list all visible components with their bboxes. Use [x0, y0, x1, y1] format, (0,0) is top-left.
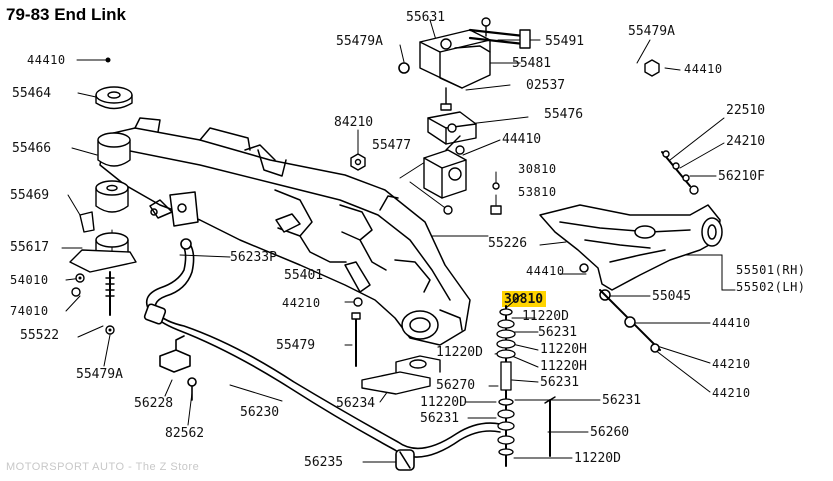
- part-label: 55479A: [628, 24, 675, 39]
- part-label: 54010: [10, 273, 49, 287]
- part-label: 53810: [518, 185, 557, 199]
- part-label: 24210: [726, 134, 766, 149]
- part-label: 56228: [134, 396, 174, 411]
- part-label: 82562: [165, 426, 205, 441]
- part-label: 84210: [334, 115, 374, 130]
- part-label: 56231: [540, 375, 580, 390]
- part-label: 11220D: [522, 309, 569, 324]
- part-label: 55477: [372, 138, 412, 153]
- end-link-stack: [496, 305, 516, 467]
- part-label: 55502(LH): [736, 280, 806, 294]
- part-highlight: [502, 291, 546, 307]
- part-label: 30810: [518, 162, 557, 176]
- part-label: 44410: [712, 316, 751, 330]
- part-label: 44210: [712, 386, 751, 400]
- part-label: 02537: [526, 78, 566, 93]
- part-label: 44210: [712, 357, 751, 371]
- watermark: MOTORSPORT AUTO - The Z Store: [6, 461, 200, 473]
- part-label: 55491: [545, 34, 585, 49]
- part-label: 55479A: [76, 367, 123, 382]
- part-label: 55401: [284, 268, 324, 283]
- part-label-highlighted: 30810: [504, 292, 544, 307]
- leader-lines: [61, 19, 736, 463]
- part-label: 55226: [488, 236, 528, 251]
- part-label: 44210: [282, 296, 321, 310]
- part-label: 44410: [27, 53, 66, 67]
- part-label: 56231: [602, 393, 642, 408]
- part-label: 11220H: [540, 359, 587, 374]
- part-label: 55479A: [336, 34, 383, 49]
- part-label: 11220D: [436, 345, 483, 360]
- part-label: 56270: [436, 378, 476, 393]
- part-label: 11220H: [540, 342, 587, 357]
- part-label: 56231: [538, 325, 578, 340]
- part-label: 56234: [336, 396, 376, 411]
- part-label: 22510: [726, 103, 766, 118]
- part-label: 11220D: [420, 395, 467, 410]
- part-label: 55464: [12, 86, 52, 101]
- stabilizer-bar: [143, 238, 501, 471]
- part-label: 55466: [12, 141, 52, 156]
- part-label: 44410: [684, 62, 723, 76]
- diagram-title: 79-83 End Link: [6, 5, 126, 24]
- part-label: 55045: [652, 289, 692, 304]
- part-label: 56231: [420, 411, 460, 426]
- part-label: 55476: [544, 107, 584, 122]
- crossmember: [99, 117, 471, 346]
- part-label: 44410: [526, 264, 565, 278]
- part-label: 55481: [512, 56, 552, 71]
- part-label: 55631: [406, 10, 446, 25]
- part-label: 55479: [276, 338, 316, 353]
- part-label: 56210F: [718, 169, 765, 184]
- part-label: 55469: [10, 188, 50, 203]
- part-label: 11220D: [574, 451, 621, 466]
- part-label: 56233P: [230, 250, 277, 265]
- part-label: 74010: [10, 304, 49, 318]
- part-label: 44410: [502, 132, 542, 147]
- part-label: 55522: [20, 328, 60, 343]
- part-label: 56230: [240, 405, 280, 420]
- control-arm: [539, 204, 723, 353]
- part-label: 56260: [590, 425, 630, 440]
- part-label: 55501(RH): [736, 263, 806, 277]
- part-label: 56235: [304, 455, 344, 470]
- part-label: 55617: [10, 240, 50, 255]
